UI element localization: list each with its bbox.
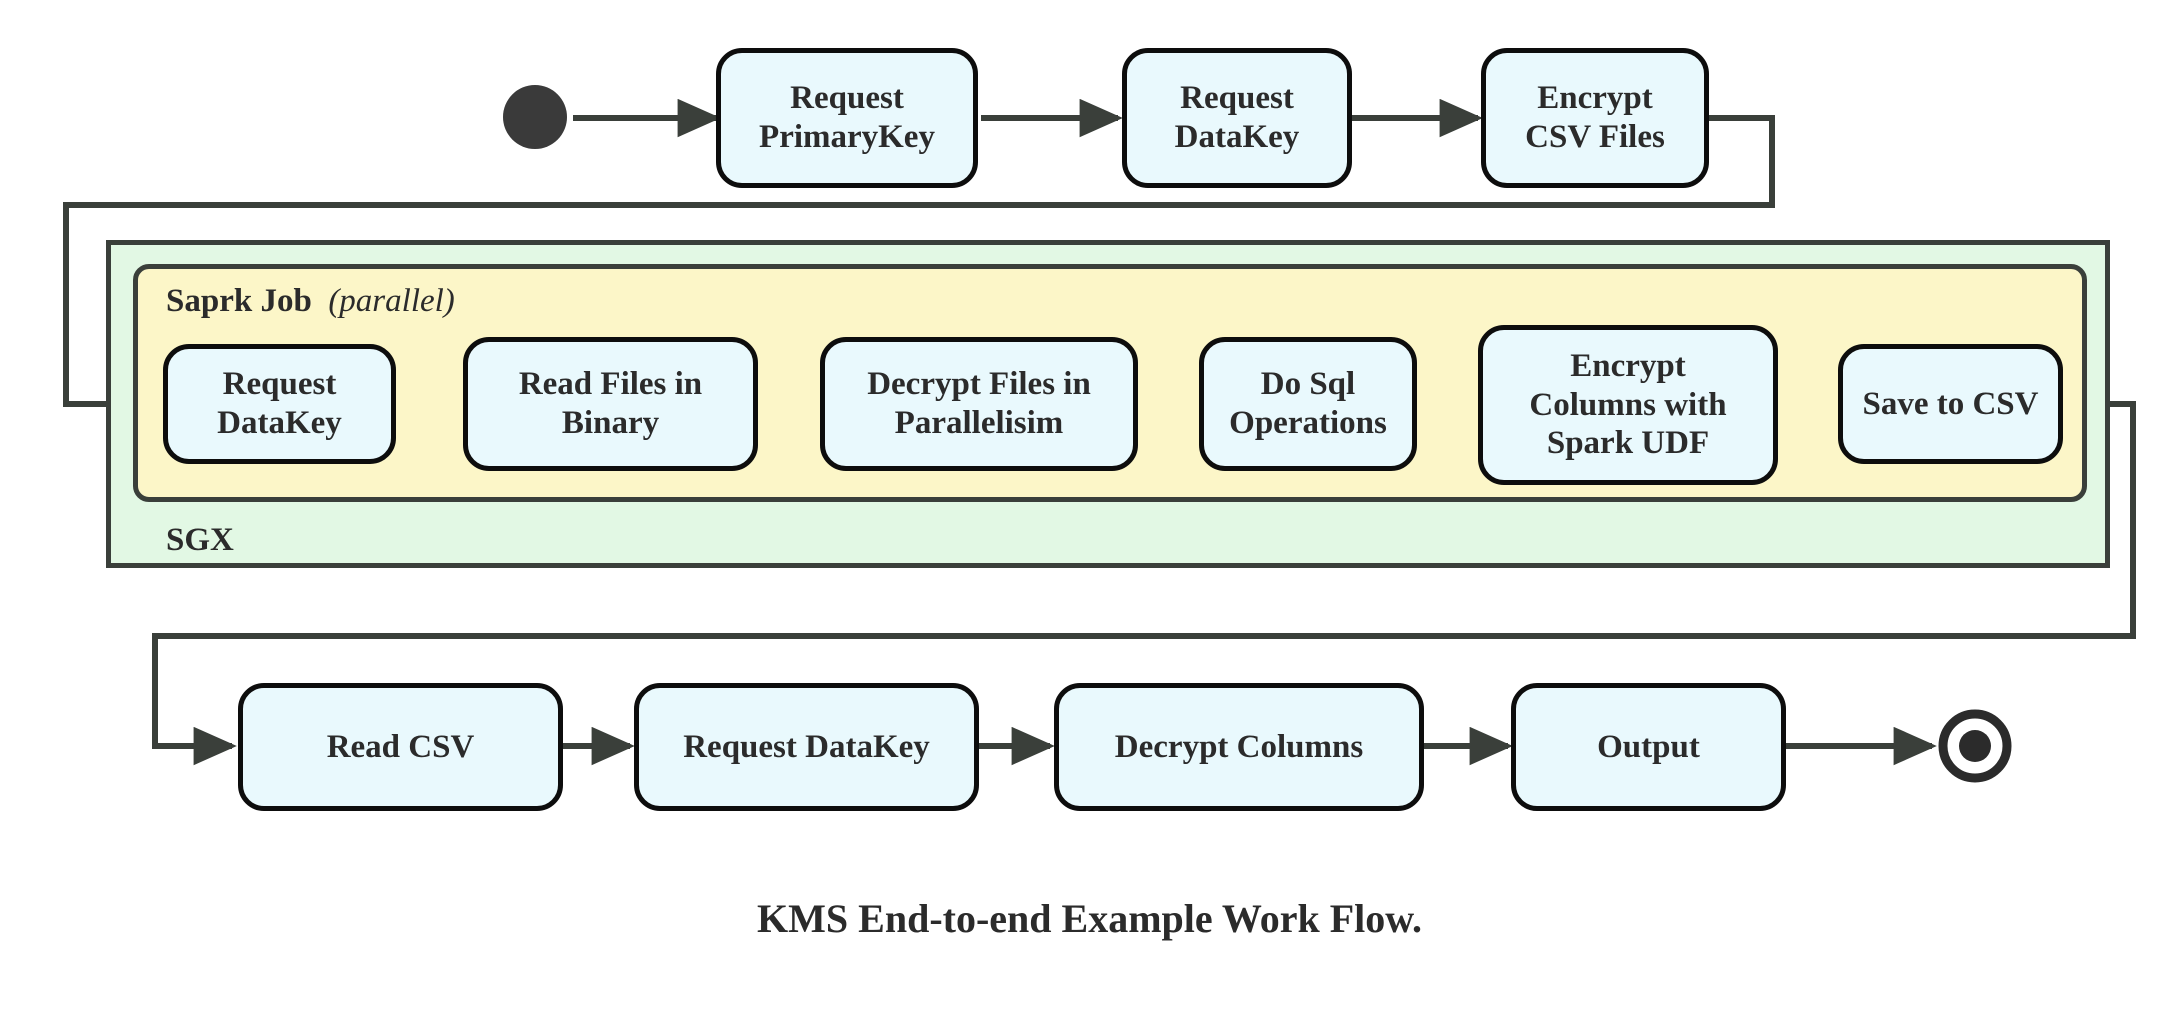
node-line: Decrypt Columns (1114, 728, 1364, 765)
node-line: Request (222, 366, 337, 403)
node-line: Encrypt (1570, 347, 1686, 384)
node-decrypt-columns[interactable]: Decrypt Columns (1054, 683, 1424, 811)
diagram-caption: KMS End-to-end Example Work Flow. (757, 896, 1422, 941)
node-line: Do Sql (1260, 366, 1356, 403)
node-line: DataKey (217, 405, 342, 441)
spark-job-label-text: Saprk Job (166, 283, 312, 319)
node-line: Encrypt (1537, 80, 1653, 117)
node-line: Read CSV (326, 728, 475, 765)
node-decrypt-files-in-parallelisim[interactable]: Decrypt Files in Parallelisim (820, 337, 1138, 471)
node-line: Read Files in (518, 366, 703, 403)
node-request-datakey-top[interactable]: Request DataKey (1122, 48, 1352, 188)
node-line: Parallelisim (894, 405, 1064, 441)
node-line: Columns with (1529, 386, 1727, 423)
node-line: Request (790, 80, 904, 117)
node-line: Request DataKey (683, 728, 930, 765)
node-do-sql-operations[interactable]: Do Sql Operations (1199, 337, 1417, 471)
node-line: Spark UDF (1546, 425, 1710, 462)
node-line: Output (1597, 728, 1700, 765)
node-request-datakey-spark[interactable]: Request DataKey (163, 344, 396, 464)
start-node (503, 85, 567, 149)
sgx-label: SGX (166, 522, 234, 559)
node-line: DataKey (1174, 119, 1300, 155)
node-encrypt-columns-with-spark-udf[interactable]: Encrypt Columns with Spark UDF (1478, 325, 1778, 485)
node-save-to-csv[interactable]: Save to CSV (1838, 344, 2063, 464)
connector-encrypt-csv-to-spark (63, 115, 1775, 424)
node-line: Decrypt Files in (867, 366, 1091, 403)
node-line: Binary (561, 405, 660, 441)
node-line: Save to CSV (1862, 385, 2039, 422)
node-request-datakey-bottom[interactable]: Request DataKey (634, 683, 979, 811)
spark-job-label: Saprk Job (parallel) (166, 283, 455, 320)
node-read-files-in-binary[interactable]: Read Files in Binary (463, 337, 758, 471)
node-line: Request (1180, 80, 1294, 117)
node-read-csv[interactable]: Read CSV (238, 683, 563, 811)
node-request-primarykey[interactable]: Request PrimaryKey (716, 48, 978, 188)
node-encrypt-csv-files[interactable]: Encrypt CSV Files (1481, 48, 1709, 188)
spark-job-modifier-text: (parallel) (328, 283, 455, 319)
node-line: CSV Files (1525, 119, 1665, 155)
node-line: PrimaryKey (759, 119, 935, 155)
node-output[interactable]: Output (1511, 683, 1786, 811)
node-line: Operations (1229, 405, 1387, 441)
sgx-label-text: SGX (166, 522, 234, 558)
end-node-core (1959, 730, 1991, 762)
connector-savecsv-to-readcsv (152, 401, 2136, 766)
